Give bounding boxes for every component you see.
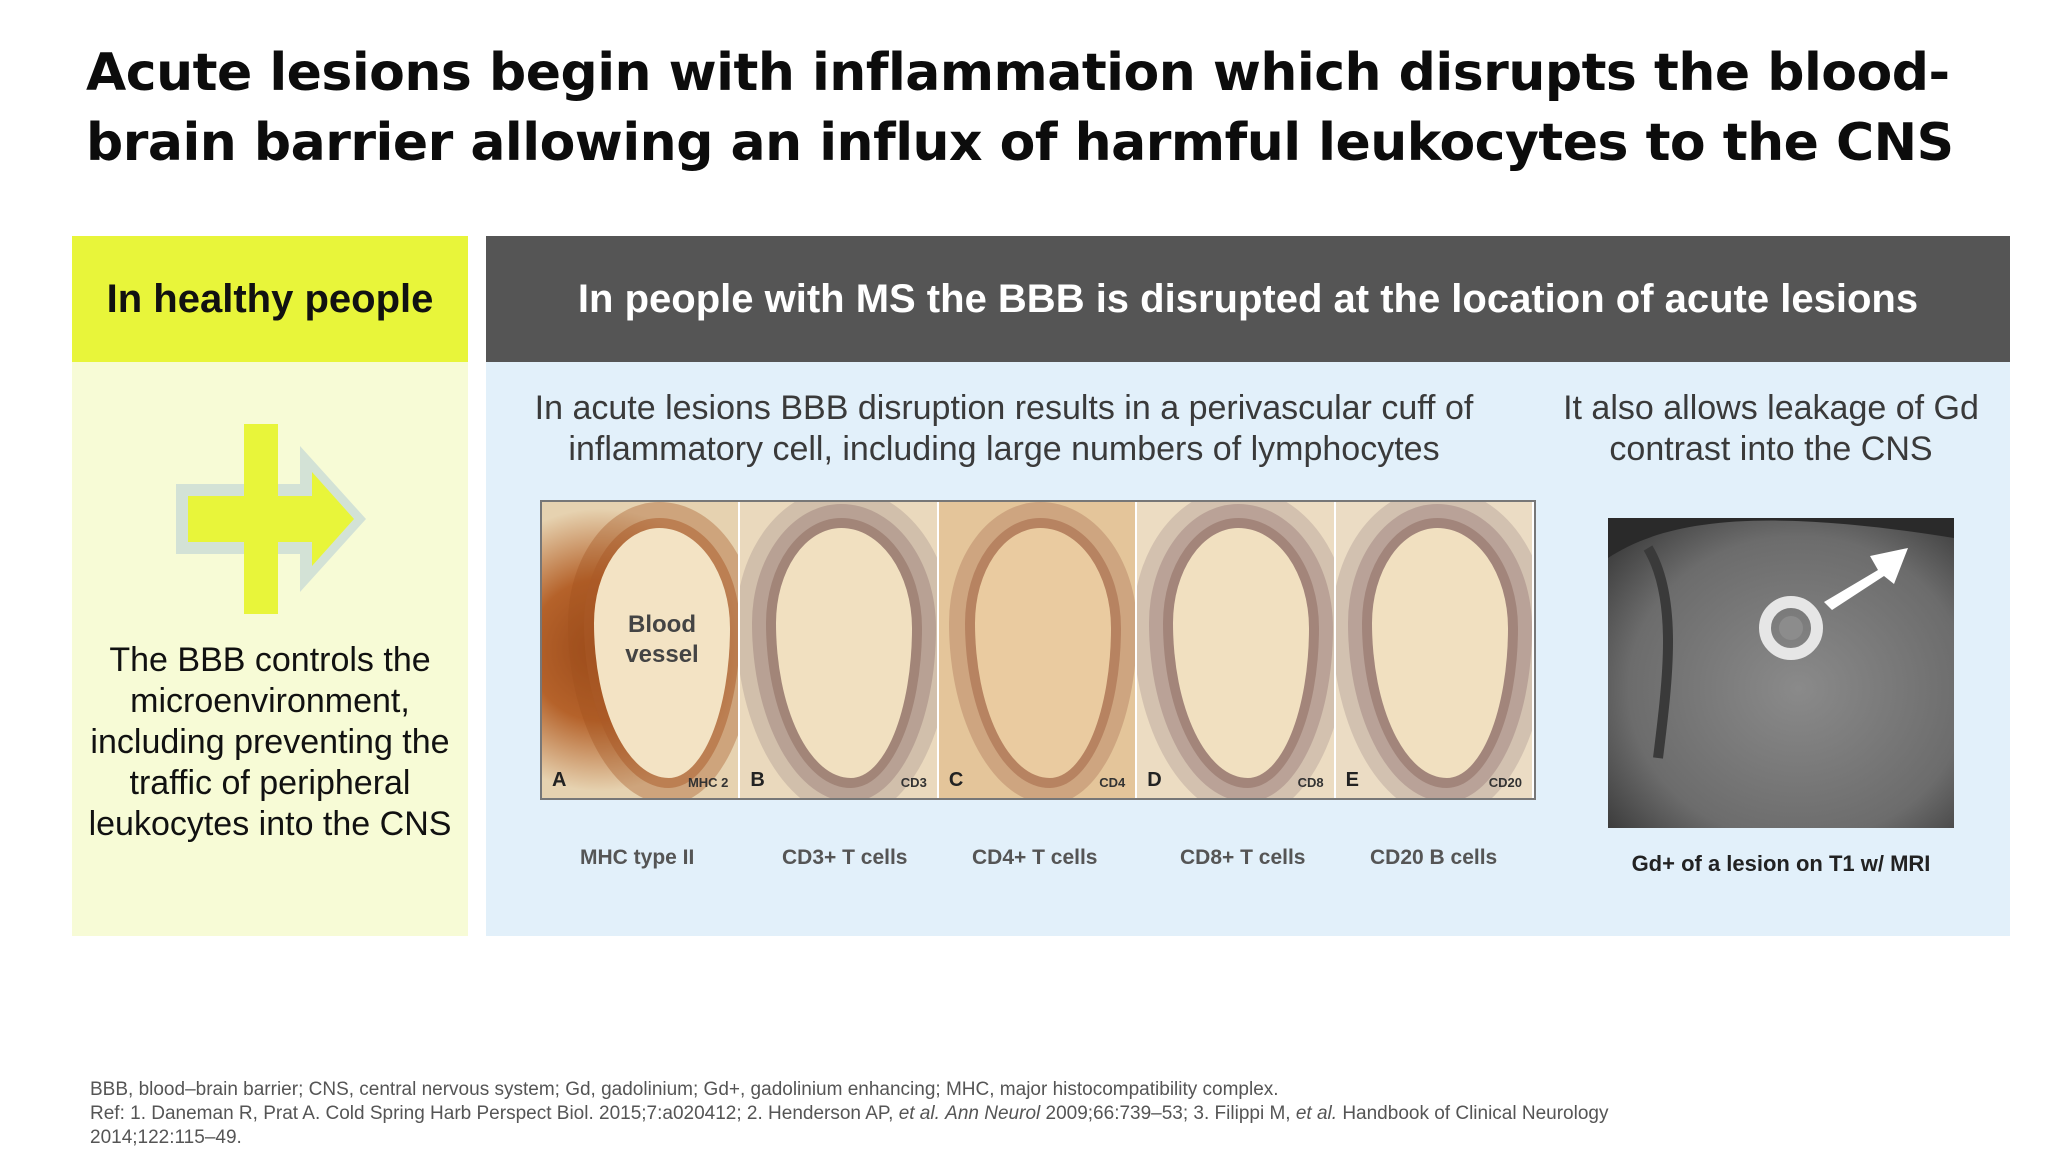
histology-label-cd8: CD8+ T cells (1180, 846, 1306, 869)
histology-label-cd20: CD20 B cells (1370, 846, 1498, 869)
lesion-caption: In acute lesions BBB disruption results … (534, 389, 1474, 468)
histology-label-cd3: CD3+ T cells (782, 846, 908, 869)
panel-marker: CD8 (1297, 775, 1324, 790)
panel-letter: E (1345, 769, 1359, 791)
histology-panel-cd3: B CD3 (740, 502, 939, 798)
mri-image (1608, 518, 1954, 828)
healthy-header-label: In healthy people (106, 276, 434, 321)
panel-marker: CD4 (1099, 775, 1126, 790)
panel-letter: B (750, 769, 765, 791)
healthy-description: The BBB controls the microenvironment, i… (88, 641, 452, 843)
healthy-panel: The BBB controls the microenvironment, i… (72, 362, 468, 936)
histology-label-cd4: CD4+ T cells (972, 846, 1098, 869)
blood-vessel-label: Blood vessel (625, 611, 699, 668)
ref-part: Handbook of Clinical Neurology 2014;122:… (90, 1103, 1609, 1148)
gd-caption: It also allows leakage of Gd contrast in… (1563, 389, 1979, 468)
ref-part: Ref: 1. Daneman R, Prat A. Cold Spring H… (90, 1103, 899, 1124)
panel-marker: CD20 (1488, 775, 1523, 790)
ref-journal: Ann Neurol (945, 1103, 1041, 1124)
bbb-arrow-blocked-icon (176, 424, 366, 614)
ref-etal: et al. (898, 1103, 940, 1124)
panel-letter: A (552, 769, 567, 791)
mri-scan-graphic (1608, 518, 1954, 828)
mri-label: Gd+ of a lesion on T1 w/ MRI (1631, 851, 1931, 876)
healthy-header: In healthy people (72, 236, 468, 362)
panel-letter: D (1147, 769, 1162, 791)
histology-panel-cd8: D CD8 (1137, 502, 1336, 798)
ms-header: In people with MS the BBB is disrupted a… (486, 236, 2010, 362)
histology-panel-cd20: E CD20 (1335, 502, 1534, 798)
histology-panel-cd4: C CD4 (938, 502, 1138, 798)
footnotes: BBB, blood–brain barrier; CNS, central n… (90, 1078, 1650, 1150)
panel-letter: C (948, 769, 964, 791)
ms-header-label: In people with MS the BBB is disrupted a… (577, 276, 1919, 321)
panel-marker: CD3 (900, 775, 927, 790)
histology-image: A MHC 2 B CD3 C CD4 D CD8 E CD20 Blood v… (540, 500, 1536, 800)
abbreviations-note: BBB, blood–brain barrier; CNS, central n… (90, 1079, 1279, 1100)
references-note: Ref: 1. Daneman R, Prat A. Cold Spring H… (90, 1102, 1650, 1150)
slide-title: Acute lesions begin with inflammation wh… (86, 43, 1954, 173)
ms-panel: In acute lesions BBB disruption results … (486, 362, 2010, 936)
histology-panel-mhc: A MHC 2 (542, 502, 741, 798)
histology-label-mhc: MHC type II (580, 846, 695, 869)
panel-marker: MHC 2 (687, 775, 729, 790)
ref-etal: et al. (1295, 1103, 1338, 1124)
ref-part: 2009;66:739–53; 3. Filippi M, (1040, 1103, 1296, 1124)
histology-labels: MHC type II CD3+ T cells CD4+ T cells CD… (540, 846, 1536, 876)
